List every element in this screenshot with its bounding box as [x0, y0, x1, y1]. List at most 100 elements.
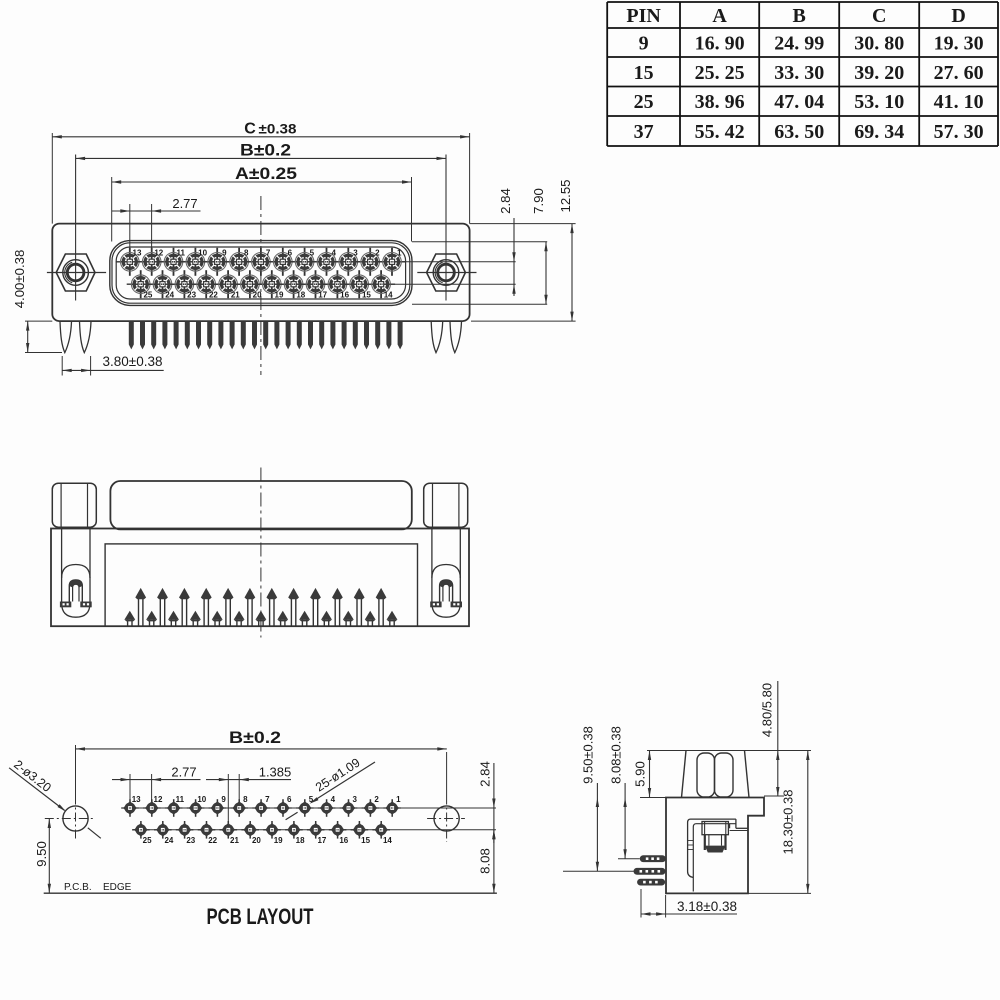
svg-text:24: 24	[165, 291, 174, 300]
svg-text:7: 7	[266, 249, 271, 258]
svg-text:69. 34: 69. 34	[854, 121, 904, 143]
svg-text:25. 25: 25. 25	[695, 62, 745, 84]
svg-text:D: D	[951, 5, 965, 27]
svg-text:2.84: 2.84	[478, 761, 493, 787]
svg-text:1: 1	[396, 795, 401, 804]
svg-text:15: 15	[362, 291, 371, 300]
svg-text:9: 9	[221, 795, 226, 804]
svg-text:9: 9	[639, 33, 649, 55]
svg-text:3: 3	[353, 249, 358, 258]
svg-text:10: 10	[198, 249, 207, 258]
svg-text:14: 14	[383, 836, 392, 845]
svg-text:4.80/5.80: 4.80/5.80	[760, 683, 775, 737]
svg-text:24: 24	[164, 836, 173, 845]
svg-text:19. 30: 19. 30	[934, 33, 984, 55]
svg-text:39. 20: 39. 20	[854, 62, 904, 84]
svg-text:53. 10: 53. 10	[854, 91, 904, 113]
svg-text:5: 5	[310, 249, 315, 258]
svg-text:1.385: 1.385	[259, 765, 292, 780]
svg-text:27. 60: 27. 60	[934, 62, 984, 84]
svg-text:4: 4	[331, 795, 336, 804]
svg-text:4: 4	[331, 249, 336, 258]
svg-text:2.77: 2.77	[172, 196, 197, 211]
svg-text:15: 15	[634, 62, 654, 84]
svg-text:PIN: PIN	[626, 5, 661, 27]
svg-text:1: 1	[397, 249, 402, 258]
svg-text:8: 8	[244, 249, 249, 258]
svg-text:7.90: 7.90	[531, 188, 546, 214]
svg-text:22: 22	[209, 291, 218, 300]
svg-text:19: 19	[275, 291, 284, 300]
svg-text:12: 12	[154, 249, 163, 258]
svg-text:3.18±0.38: 3.18±0.38	[677, 899, 737, 914]
svg-text:47. 04: 47. 04	[774, 91, 824, 113]
svg-text:9: 9	[222, 249, 227, 258]
svg-text:25: 25	[143, 836, 152, 845]
svg-text:22: 22	[208, 836, 217, 845]
svg-text:33. 30: 33. 30	[774, 62, 824, 84]
svg-text:30. 80: 30. 80	[854, 33, 904, 55]
svg-text:2.77: 2.77	[171, 765, 196, 780]
svg-text:14: 14	[384, 291, 393, 300]
svg-text:25: 25	[634, 91, 654, 113]
svg-text:11: 11	[176, 795, 185, 804]
svg-text:16: 16	[340, 291, 349, 300]
svg-text:17: 17	[318, 291, 327, 300]
svg-text:10: 10	[197, 795, 206, 804]
svg-text:6: 6	[288, 249, 293, 258]
svg-text:5.90: 5.90	[633, 761, 648, 787]
svg-text:38. 96: 38. 96	[695, 91, 745, 113]
svg-text:B: B	[793, 5, 806, 27]
svg-text:11: 11	[176, 249, 185, 258]
svg-text:37: 37	[634, 121, 654, 143]
svg-text:3.80±0.38: 3.80±0.38	[103, 354, 163, 369]
svg-text:B±0.2: B±0.2	[240, 141, 291, 160]
svg-text:24. 99: 24. 99	[774, 33, 824, 55]
svg-text:9.50: 9.50	[34, 841, 49, 867]
svg-text:8.08: 8.08	[478, 848, 493, 874]
svg-text:13: 13	[132, 795, 141, 804]
svg-text:A±0.25: A±0.25	[235, 164, 297, 183]
svg-text:C: C	[244, 120, 256, 137]
svg-text:P.C.B.: P.C.B.	[64, 882, 92, 893]
svg-text:EDGE: EDGE	[103, 882, 132, 893]
svg-text:13: 13	[133, 249, 142, 258]
svg-text:21: 21	[230, 836, 239, 845]
svg-text:8.08±0.38: 8.08±0.38	[609, 726, 624, 784]
svg-text:41. 10: 41. 10	[934, 91, 984, 113]
svg-text:4.00±0.38: 4.00±0.38	[12, 250, 27, 309]
svg-text:23: 23	[187, 291, 196, 300]
svg-text:A: A	[712, 5, 727, 27]
svg-text:19: 19	[274, 836, 283, 845]
svg-text:23: 23	[186, 836, 195, 845]
svg-text:2.84: 2.84	[498, 188, 513, 214]
svg-text:16: 16	[339, 836, 348, 845]
svg-text:3: 3	[352, 795, 357, 804]
svg-text:15: 15	[361, 836, 370, 845]
svg-text:57. 30: 57. 30	[934, 121, 984, 143]
svg-text:9.50±0.38: 9.50±0.38	[581, 726, 596, 784]
svg-text:18: 18	[296, 291, 305, 300]
svg-text:2: 2	[374, 795, 379, 804]
svg-text:C: C	[872, 5, 886, 27]
svg-text:12.55: 12.55	[558, 179, 573, 212]
svg-text:12: 12	[154, 795, 163, 804]
svg-text:20: 20	[252, 836, 261, 845]
svg-text:8: 8	[243, 795, 248, 804]
svg-text:5: 5	[309, 795, 314, 804]
svg-text:B±0.2: B±0.2	[229, 728, 281, 747]
svg-text:2: 2	[375, 249, 380, 258]
svg-text:6: 6	[287, 795, 292, 804]
svg-text:21: 21	[231, 291, 240, 300]
svg-text:25: 25	[143, 291, 152, 300]
svg-text:PCB LAYOUT: PCB LAYOUT	[207, 904, 314, 929]
svg-text:18.30±0.38: 18.30±0.38	[781, 790, 796, 855]
svg-text:16. 90: 16. 90	[695, 33, 745, 55]
svg-text:7: 7	[265, 795, 270, 804]
svg-text:±0.38: ±0.38	[259, 121, 298, 136]
svg-text:55. 42: 55. 42	[695, 121, 745, 143]
svg-text:20: 20	[253, 291, 262, 300]
svg-text:17: 17	[317, 836, 326, 845]
svg-text:63. 50: 63. 50	[774, 121, 824, 143]
svg-text:18: 18	[296, 836, 305, 845]
